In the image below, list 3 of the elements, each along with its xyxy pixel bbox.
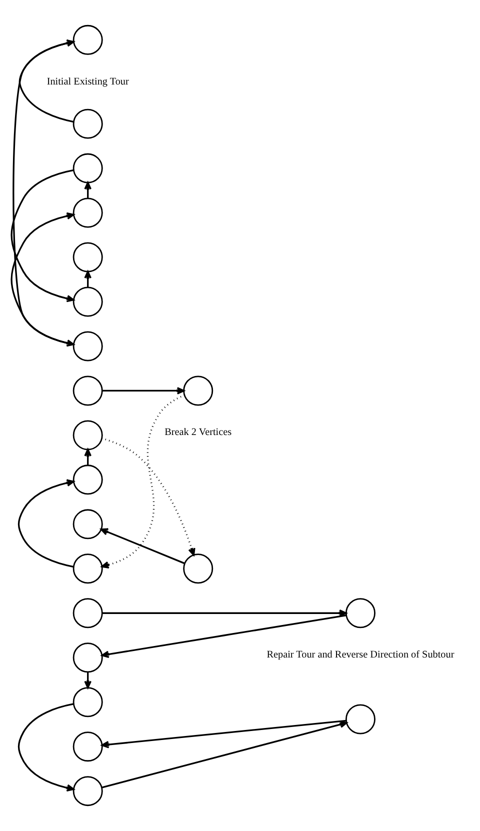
- label: Initial Existing Tour: [46, 76, 128, 88]
- label: Break 2 Vertices: [164, 427, 232, 438]
- label: Repair Tour and Reverse Direction of Subtour: [266, 649, 454, 660]
